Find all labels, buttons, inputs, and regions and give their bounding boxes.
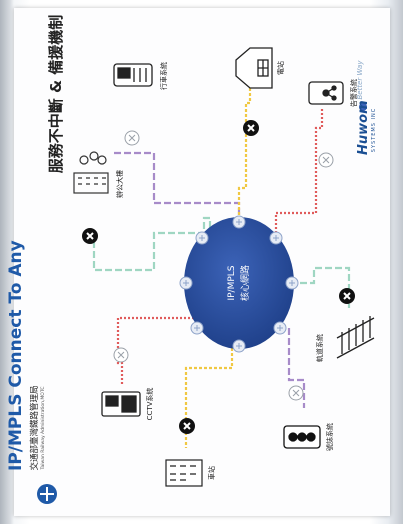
cctv-label: CCTV系統 bbox=[146, 387, 154, 421]
link-cctv bbox=[116, 316, 194, 386]
signal-label: 號誌系統 bbox=[326, 423, 334, 451]
agency-logo bbox=[37, 484, 57, 504]
core-label-line2: 核心網路 bbox=[241, 265, 251, 302]
network-diagram bbox=[37, 47, 375, 504]
agency-english-name: Taiwan Railway Administration,MOTC bbox=[41, 386, 46, 470]
link-ticket bbox=[184, 348, 234, 448]
core-label-line1: IP/MPLS bbox=[227, 265, 237, 301]
office-label: 辦公大樓 bbox=[116, 170, 124, 198]
link-alarm bbox=[274, 108, 324, 245]
core-network bbox=[184, 217, 294, 349]
link-station bbox=[237, 83, 252, 235]
station-building-icon bbox=[165, 459, 203, 487]
brand-subtitle: SYSTEMS INC bbox=[371, 107, 377, 153]
poster: IP/MPLS Connect To Any 服務不中斷 & 備援機制 交通部臺… bbox=[6, 8, 390, 516]
signal-light-icon bbox=[283, 425, 321, 449]
page-title: IP/MPLS Connect To Any bbox=[6, 240, 26, 471]
train-icon bbox=[113, 63, 153, 87]
link-down-markers bbox=[82, 120, 355, 434]
track-label: 軌道系統 bbox=[316, 334, 324, 362]
ticket-label: 車站 bbox=[208, 466, 216, 480]
alarm-system-icon bbox=[308, 81, 344, 105]
brand-logo-mark bbox=[359, 103, 367, 111]
office-building-icon bbox=[73, 151, 109, 194]
link-standby-markers bbox=[113, 130, 334, 401]
alarm-label: 告警系統 bbox=[350, 79, 358, 107]
track-icon bbox=[336, 316, 375, 359]
train-label: 行車系統 bbox=[160, 62, 168, 90]
link-office bbox=[92, 216, 212, 272]
link-track bbox=[290, 266, 351, 308]
station-label: 電站 bbox=[277, 61, 285, 75]
page-subtitle: 服務不中斷 & 備援機制 bbox=[47, 14, 65, 174]
station-icon bbox=[235, 47, 273, 89]
cctv-icon bbox=[101, 391, 141, 417]
